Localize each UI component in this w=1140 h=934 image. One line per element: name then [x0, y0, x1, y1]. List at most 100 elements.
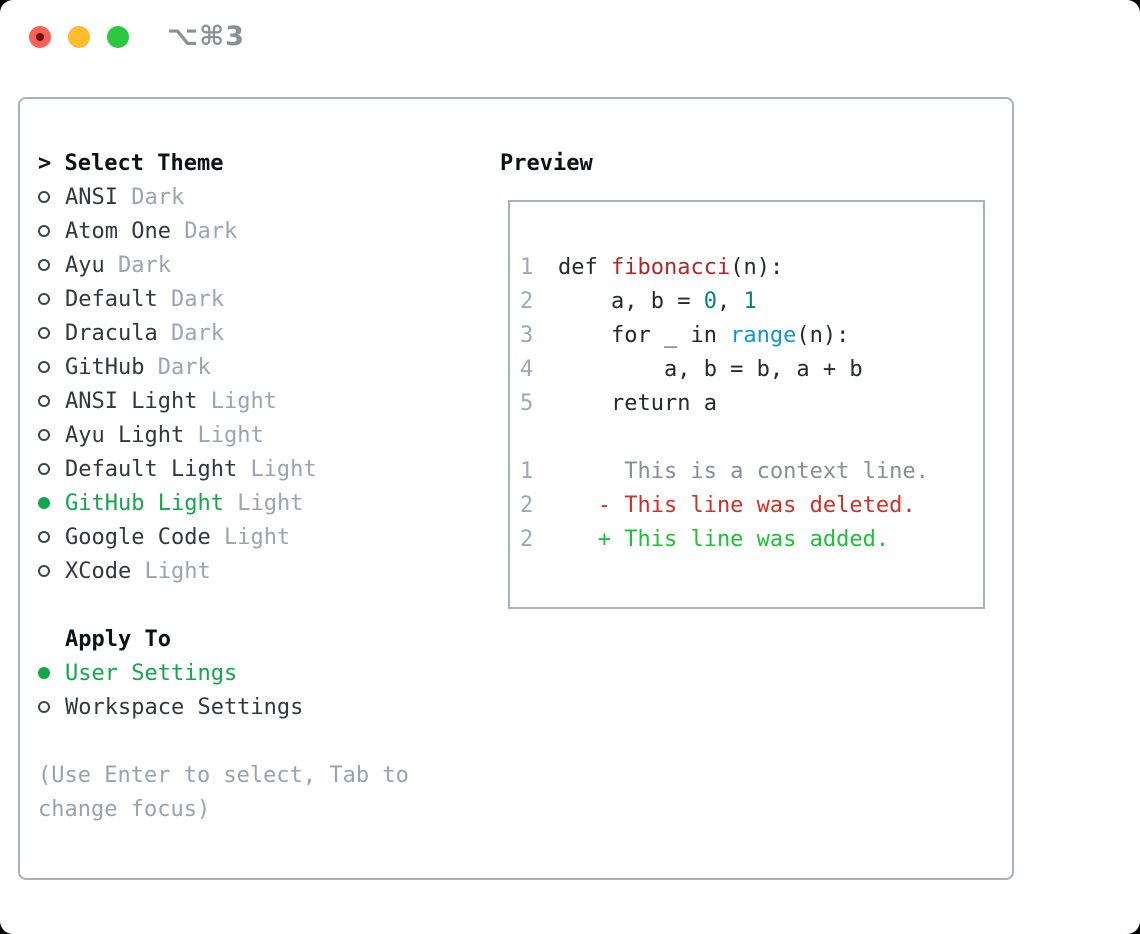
code-segment-deleted: - This line was deleted. — [558, 493, 916, 518]
theme-option-default-light[interactable]: Default Light Light — [38, 453, 478, 487]
radio-unselected-icon — [38, 395, 50, 407]
select-theme-heading-label: Select Theme — [64, 151, 224, 176]
line-number: 3 — [520, 323, 534, 348]
theme-name: XCode — [65, 559, 132, 584]
theme-name: Default — [65, 287, 158, 312]
code-segment-number: 0 — [703, 289, 717, 314]
theme-option-google-code[interactable]: Google Code Light — [38, 521, 478, 555]
theme-name: ANSI — [65, 185, 118, 210]
code-line: 5 return a — [520, 387, 983, 421]
line-number: 2 — [520, 527, 534, 552]
select-theme-heading: > Select Theme — [38, 147, 478, 181]
code-line: 1 This is a context line. — [520, 455, 983, 489]
theme-variant-tag: Dark — [118, 253, 171, 278]
theme-option-xcode[interactable]: XCode Light — [38, 555, 478, 589]
radio-unselected-icon — [38, 361, 50, 373]
apply-option-label: Workspace Settings — [65, 695, 304, 720]
theme-variant-tag: Light — [144, 559, 211, 584]
code-segment-number: 1 — [743, 289, 757, 314]
code-line: 4 a, b = b, a + b — [520, 353, 983, 387]
apply-option-user-settings[interactable]: User Settings — [38, 657, 478, 691]
code-line: 2 - This line was deleted. — [520, 489, 983, 523]
code-segment-context: This is a context line. — [558, 459, 929, 484]
theme-variant-tag: Dark — [170, 287, 224, 312]
theme-variant-tag: Dark — [170, 321, 224, 346]
theme-variant-tag: Light — [223, 525, 291, 550]
preview-heading: Preview — [500, 151, 593, 176]
theme-option-ayu[interactable]: Ayu Dark — [38, 249, 478, 283]
code-segment-call: range — [730, 323, 797, 348]
radio-unselected-icon — [38, 531, 50, 543]
code-line: 2 + This line was added. — [520, 523, 983, 557]
apply-to-heading: Apply To — [65, 627, 171, 652]
maximize-button[interactable] — [107, 26, 129, 48]
theme-option-dracula[interactable]: Dracula Dark — [38, 317, 478, 351]
theme-option-github[interactable]: GitHub Dark — [38, 351, 478, 385]
radio-unselected-icon — [38, 429, 50, 441]
radio-unselected-icon — [38, 701, 50, 713]
code-segment-added: + This line was added. — [558, 527, 890, 552]
theme-variant-tag: Light — [237, 491, 304, 516]
minimize-button[interactable] — [68, 26, 90, 48]
line-number: 1 — [520, 459, 534, 484]
line-number: 2 — [520, 493, 534, 518]
radio-unselected-icon — [38, 191, 50, 203]
line-number: 1 — [520, 255, 534, 280]
theme-option-ansi[interactable]: ANSI Dark — [38, 181, 478, 215]
spacer — [38, 589, 478, 623]
code-segment-fg: , — [716, 289, 744, 314]
theme-name: GitHub Light — [65, 491, 224, 516]
theme-option-github-light[interactable]: GitHub Light Light — [38, 487, 478, 521]
radio-unselected-icon — [38, 259, 50, 271]
theme-variant-tag: Dark — [131, 185, 185, 210]
help-footer: (Use Enter to select, Tab to change focu… — [38, 763, 409, 822]
theme-name: Ayu — [65, 253, 105, 278]
theme-variant-tag: Light — [250, 457, 317, 482]
theme-name: Default Light — [65, 457, 238, 482]
radio-unselected-icon — [38, 565, 50, 577]
code-line: 2 a, b = 0, 1 — [520, 285, 983, 319]
code-line: 3 for _ in range(n): — [520, 319, 983, 353]
code-segment-fg: def — [558, 255, 611, 280]
close-button[interactable] — [29, 26, 51, 48]
code-segment-fg: return a — [558, 391, 717, 416]
radio-unselected-icon — [38, 225, 50, 237]
radio-unselected-icon — [38, 463, 50, 475]
line-number: 2 — [520, 289, 534, 314]
line-number: 4 — [520, 357, 534, 382]
titlebar: ⌥⌘3 — [0, 0, 1140, 75]
radio-selected-icon — [38, 497, 50, 509]
apply-option-label: User Settings — [65, 661, 238, 686]
code-line — [520, 421, 983, 455]
theme-name: ANSI Light — [65, 389, 198, 414]
theme-name: Ayu Light — [65, 423, 185, 448]
theme-variant-tag: Dark — [184, 219, 238, 244]
theme-option-default[interactable]: Default Dark — [38, 283, 478, 317]
theme-option-atom-one[interactable]: Atom One Dark — [38, 215, 478, 249]
window-title-shortcut: ⌥⌘3 — [167, 21, 245, 52]
theme-name: GitHub — [65, 355, 145, 380]
apply-option-workspace-settings[interactable]: Workspace Settings — [38, 691, 478, 725]
code-segment-fg: a, b = b, a + b — [558, 357, 863, 382]
code-segment-fg: a, b = — [558, 289, 704, 314]
theme-option-ayu-light[interactable]: Ayu Light Light — [38, 419, 478, 453]
prompt-caret: > — [38, 151, 52, 176]
code-segment-fg: (n): — [730, 255, 784, 280]
theme-variant-tag: Light — [210, 389, 277, 414]
radio-unselected-icon — [38, 293, 50, 305]
theme-option-ansi-light[interactable]: ANSI Light Light — [38, 385, 478, 419]
radio-selected-icon — [38, 667, 50, 679]
code-segment-fg: (n): — [796, 323, 850, 348]
theme-name: Atom One — [65, 219, 171, 244]
code-segment-fg: for _ in — [558, 323, 731, 348]
theme-name: Google Code — [65, 525, 211, 550]
theme-variant-tag: Light — [197, 423, 264, 448]
